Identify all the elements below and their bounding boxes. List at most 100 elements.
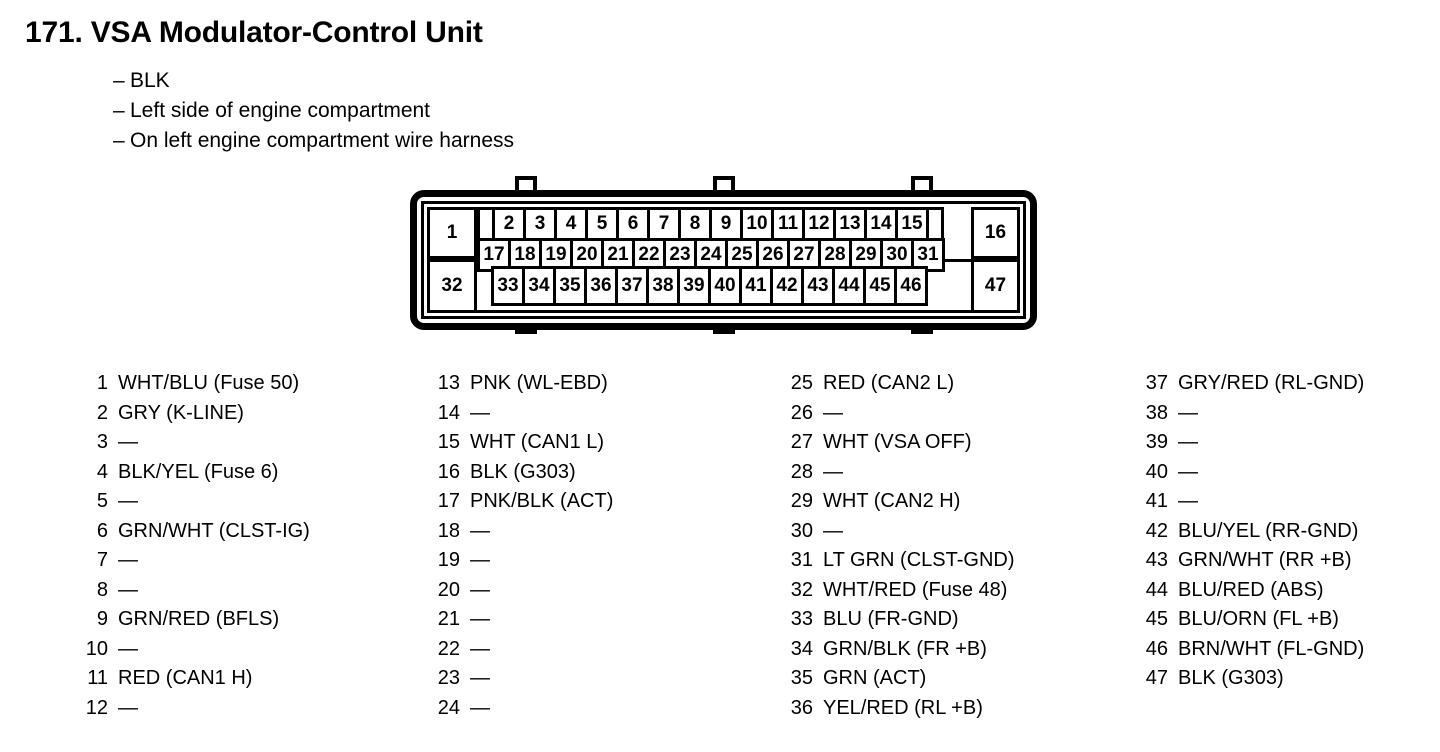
pin-number: 26	[790, 401, 813, 424]
pin-description: BLK/YEL (Fuse 6)	[118, 460, 279, 483]
pin-entry-38: 38—	[1138, 402, 1364, 432]
pin-number: 11	[87, 667, 108, 689]
pin-cell-35: 35	[553, 266, 587, 306]
pin-description: GRN/BLK (FR +B)	[823, 637, 987, 660]
pin-entry-14: 14—	[430, 402, 613, 432]
pin-number: 34	[790, 637, 813, 660]
pin-description: GRN/WHT (RR +B)	[1178, 549, 1352, 571]
pin-description: —	[470, 667, 490, 689]
pin-number: 20	[437, 578, 460, 601]
pin-description: —	[118, 549, 138, 571]
pin-description: GRN/WHT (CLST-IG)	[118, 519, 310, 542]
pin-cell-7: 7	[647, 207, 681, 241]
pin-entry-41: 41—	[1138, 490, 1364, 520]
mounting-tab-top-left	[515, 176, 537, 191]
pin-number: 45	[1145, 608, 1168, 630]
pin-description: —	[118, 637, 138, 660]
mounting-tab-top-center	[713, 176, 735, 191]
pin-number: 35	[790, 667, 813, 689]
pin-number: 29	[790, 490, 813, 512]
pin-number: 12	[85, 696, 108, 719]
pin-description: BLU/YEL (RR-GND)	[1178, 519, 1359, 542]
pin-cell-43: 43	[801, 266, 835, 306]
description-bullet: –On left engine compartment wire harness	[113, 126, 514, 156]
pin-description: —	[470, 578, 490, 601]
pin-cell-44: 44	[832, 266, 866, 306]
pin-number: 4	[96, 460, 108, 483]
pin-description: GRN (ACT)	[823, 667, 927, 689]
pin-cell-13: 13	[833, 207, 867, 241]
pin-description: LT GRN (CLST-GND)	[823, 549, 1015, 571]
pin-description: —	[470, 549, 490, 571]
pin-description: PNK (WL-EBD)	[470, 372, 608, 394]
pin-cell-45: 45	[863, 266, 897, 306]
pin-number: 27	[790, 431, 813, 453]
pin-description: BRN/WHT (FL-GND)	[1178, 637, 1365, 660]
pin-number: 42	[1145, 519, 1168, 542]
pin-description: —	[823, 460, 843, 483]
pin-number: 47	[1145, 667, 1168, 689]
pin-entry-35: 35 GRN (ACT)	[783, 667, 1015, 697]
pin-number: 41	[1145, 490, 1168, 512]
pin-entry-30: 30—	[783, 520, 1015, 550]
pin-entry-7: 7—	[78, 549, 310, 579]
pin-description: GRY/RED (RL-GND)	[1178, 372, 1365, 394]
pin-cell-11: 11	[771, 207, 805, 241]
pin-description: WHT (CAN2 H)	[823, 490, 961, 512]
pin-entry-21: 21—	[430, 608, 613, 638]
pin-cell-37: 37	[615, 266, 649, 306]
pin-number: 33	[790, 608, 813, 630]
pin-cell-9: 9	[709, 207, 743, 241]
pin-description: —	[1178, 401, 1198, 424]
pin-number: 1	[96, 372, 108, 394]
pin-description: —	[470, 401, 490, 424]
pin-entry-39: 39—	[1138, 431, 1364, 461]
pin-description: —	[1178, 431, 1198, 453]
pin-description: BLK (G303)	[470, 460, 576, 483]
pin-number: 28	[790, 460, 813, 483]
pin-entry-27: 27 WHT (VSA OFF)	[783, 431, 1015, 461]
pin-cell-39: 39	[677, 266, 711, 306]
pin-description: —	[118, 490, 138, 512]
pin-number: 13	[437, 372, 460, 394]
pin-description: —	[1178, 460, 1198, 483]
pin-number: 23	[437, 667, 460, 689]
pin-cell-10: 10	[740, 207, 774, 241]
pin-number: 17	[437, 490, 460, 512]
pin-cell-47: 47	[971, 259, 1020, 313]
pin-number: 37	[1145, 372, 1168, 394]
pin-description: WHT (VSA OFF)	[823, 431, 972, 453]
bullet-dash-icon: –	[113, 99, 125, 122]
mounting-tab-top-right	[911, 176, 933, 191]
pin-number: 44	[1145, 578, 1168, 601]
pin-entry-10: 10 —	[78, 638, 310, 668]
pin-number: 24	[437, 696, 460, 719]
bullet-text: On left engine compartment wire harness	[130, 129, 515, 152]
pin-description: BLK (G303)	[1178, 667, 1284, 689]
pin-number: 9	[96, 608, 108, 630]
bullet-text: BLK	[130, 69, 170, 92]
pin-number: 19	[437, 549, 460, 571]
pin-description: BLU (FR-GND)	[823, 608, 959, 630]
pin-cell-40: 40	[708, 266, 742, 306]
pin-cell-blank	[926, 207, 944, 241]
pin-entry-20: 20 —	[430, 579, 613, 609]
pin-description: —	[470, 696, 490, 719]
pin-entry-33: 33 BLU (FR-GND)	[783, 608, 1015, 638]
pin-entry-42: 42 BLU/YEL (RR-GND)	[1138, 520, 1364, 550]
pin-number: 10	[85, 637, 108, 660]
pin-number: 22	[437, 637, 460, 660]
description-bullets: –BLK–Left side of engine compartment–On …	[113, 66, 514, 156]
